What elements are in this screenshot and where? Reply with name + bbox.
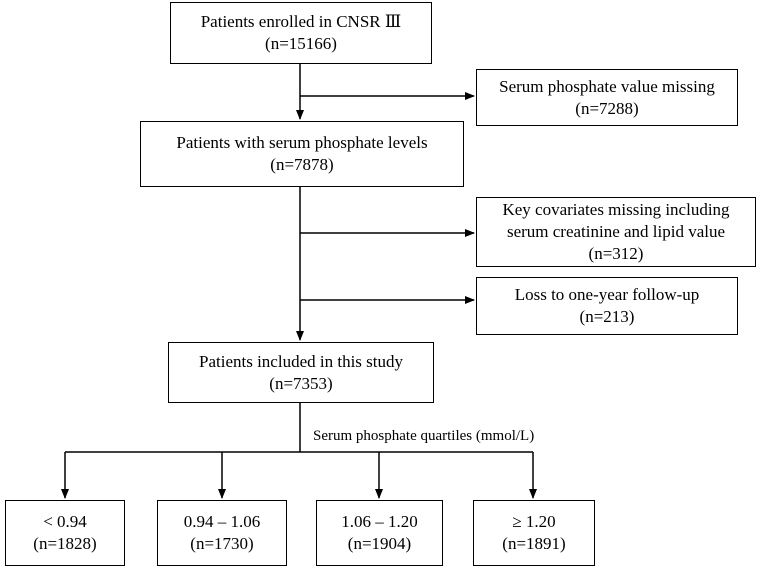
- quartile-range: 0.94 – 1.06: [183, 512, 261, 531]
- enrolled-line1: Patients enrolled in CNSR Ⅲ: [200, 12, 402, 31]
- included-line1: Patients included in this study: [199, 351, 403, 371]
- lost-followup-line2: (n=213): [579, 307, 635, 326]
- lost-followup-box: Loss to one-year follow-up (n=213): [476, 277, 738, 335]
- quartile-box-1: < 0.94 (n=1828): [5, 500, 125, 566]
- with-phosphate-line1: Patients with serum phosphate levels: [176, 133, 428, 152]
- phosphate-missing-box: Serum phosphate value missing (n=7288): [476, 69, 738, 126]
- phosphate-missing-line2: (n=7288): [575, 98, 639, 118]
- quartile-box-2: 0.94 – 1.06 (n=1730): [157, 500, 287, 566]
- quartile-box-3: 1.06 – 1.20 (n=1904): [316, 500, 443, 566]
- covariates-missing-line1: Key covariates missing including: [502, 200, 730, 219]
- lost-followup-line1: Loss to one-year follow-up: [514, 285, 700, 304]
- included-box: Patients included in this study (n=7353): [168, 342, 434, 403]
- quartile-count: (n=1828): [33, 534, 97, 553]
- phosphate-missing-line1: Serum phosphate value missing: [499, 76, 715, 96]
- enrolled-line2: (n=15166): [265, 34, 337, 53]
- quartile-box-4: ≥ 1.20 (n=1891): [473, 500, 595, 566]
- quartile-count: (n=1904): [347, 534, 412, 553]
- quartile-range: < 0.94: [43, 512, 87, 531]
- quartile-range: 1.06 – 1.20: [341, 512, 418, 531]
- with-phosphate-line2: (n=7878): [270, 155, 334, 174]
- covariates-missing-line2: serum creatinine and lipid value: [506, 222, 726, 241]
- covariates-missing-box: Key covariates missing including serum c…: [476, 197, 756, 267]
- quartile-count: (n=1891): [502, 534, 566, 553]
- enrolled-box: Patients enrolled in CNSR Ⅲ (n=15166): [170, 2, 432, 64]
- quartile-range: ≥ 1.20: [512, 512, 556, 531]
- covariates-missing-line3: (n=312): [588, 244, 644, 263]
- quartile-label: Serum phosphate quartiles (mmol/L): [313, 428, 535, 444]
- with-phosphate-box: Patients with serum phosphate levels (n=…: [140, 121, 464, 187]
- included-line2: (n=7353): [269, 373, 333, 393]
- quartile-count: (n=1730): [190, 534, 254, 553]
